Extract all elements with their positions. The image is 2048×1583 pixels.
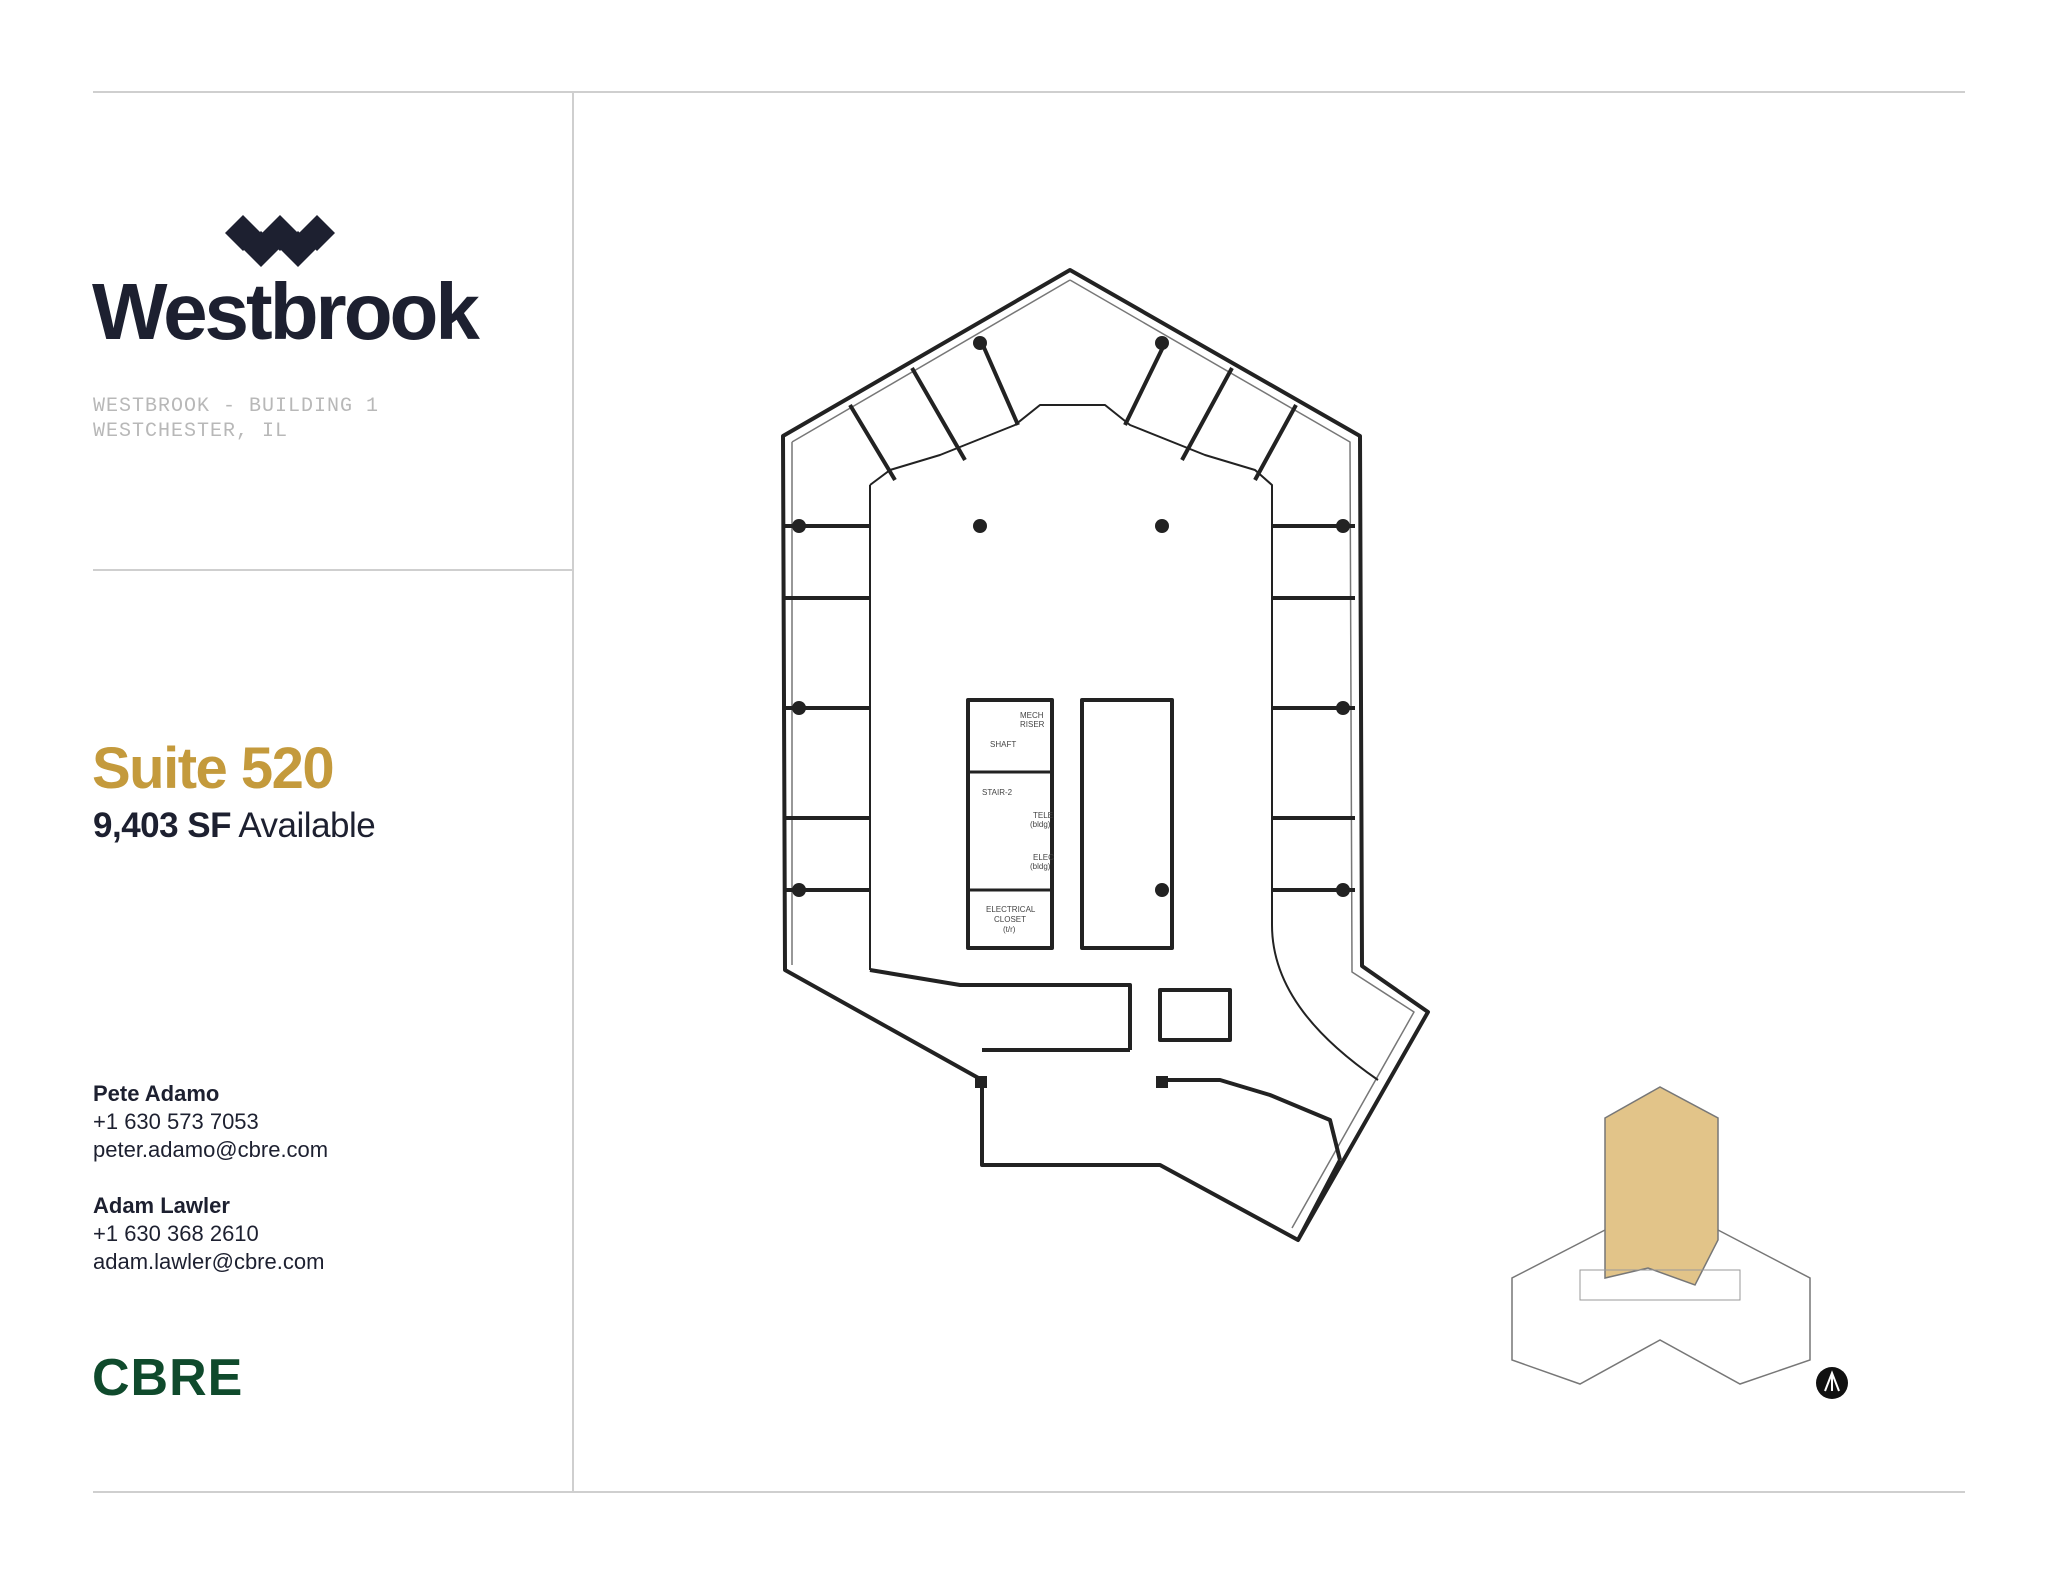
label-tele: TELE [1033, 811, 1053, 820]
label-elec: ELEC [1033, 853, 1054, 862]
contact-name: Pete Adamo [93, 1081, 220, 1106]
floor-plan: MECH RISER SHAFT STAIR-2 TELE (bldg) ELE… [781, 268, 1430, 1242]
suite-size-value: 9,403 SF [93, 806, 232, 845]
label-stair: STAIR-2 [982, 788, 1013, 797]
shaft-box [966, 698, 1054, 774]
contact-phone[interactable]: +1 630 573 7053 [93, 1109, 259, 1134]
contact-card: Pete Adamo +1 630 573 7053 peter.adamo@c… [93, 1080, 328, 1164]
label-elec: (bldg) [1030, 862, 1051, 871]
label-elec-closet: (t/r) [1003, 925, 1016, 934]
lower-wall [982, 1048, 1342, 1161]
storage-room [1080, 698, 1174, 950]
corridor-wall [869, 404, 1379, 1081]
key-plan-outline [1511, 1229, 1811, 1385]
glazing-line [791, 279, 1415, 1229]
north-arrow-icon [1816, 1367, 1848, 1399]
suite-title: Suite 520 [92, 736, 335, 801]
panel-divider [572, 91, 574, 1493]
address-line-2: WESTCHESTER, IL [93, 420, 289, 443]
suite-size: 9,403 SF Available [93, 806, 376, 845]
contact-card: Adam Lawler +1 630 368 2610 adam.lawler@… [93, 1192, 324, 1276]
key-plan-highlight [1604, 1086, 1719, 1286]
key-plan [1511, 1086, 1848, 1399]
label-elec-closet: CLOSET [994, 915, 1026, 924]
lower-wall [869, 968, 1232, 1050]
brand-logo-wordmark: Westbrook [92, 267, 480, 356]
contact-name: Adam Lawler [93, 1193, 230, 1218]
partition-wall [1272, 524, 1355, 892]
cbre-logo: CBRE [92, 1349, 244, 1407]
address-line-1: WESTBROOK - BUILDING 1 [93, 395, 380, 418]
partition-wall [848, 342, 1298, 482]
partition-wall [785, 524, 870, 892]
left-panel-divider [93, 569, 573, 571]
contact-phone[interactable]: +1 630 368 2610 [93, 1221, 259, 1246]
outer-wall [781, 268, 1430, 1242]
label-mech-riser: MECH [1020, 711, 1044, 720]
top-rule [93, 91, 1965, 93]
label-mech-riser: RISER [1020, 720, 1045, 729]
diamond-cluster-icon [225, 215, 335, 267]
label-elec-closet: ELECTRICAL [986, 905, 1036, 914]
label-shaft: SHAFT [990, 740, 1016, 749]
column-group [792, 336, 1350, 1088]
contact-email[interactable]: peter.adamo@cbre.com [93, 1137, 329, 1162]
label-tele: (bldg) [1030, 820, 1051, 829]
suite-size-label: Available [238, 806, 376, 845]
lower-wall [1296, 1159, 1342, 1241]
contact-email[interactable]: adam.lawler@cbre.com [93, 1249, 325, 1274]
property-address: WESTBROOK - BUILDING 1 WESTCHESTER, IL [93, 394, 379, 444]
bottom-rule [93, 1491, 1965, 1493]
